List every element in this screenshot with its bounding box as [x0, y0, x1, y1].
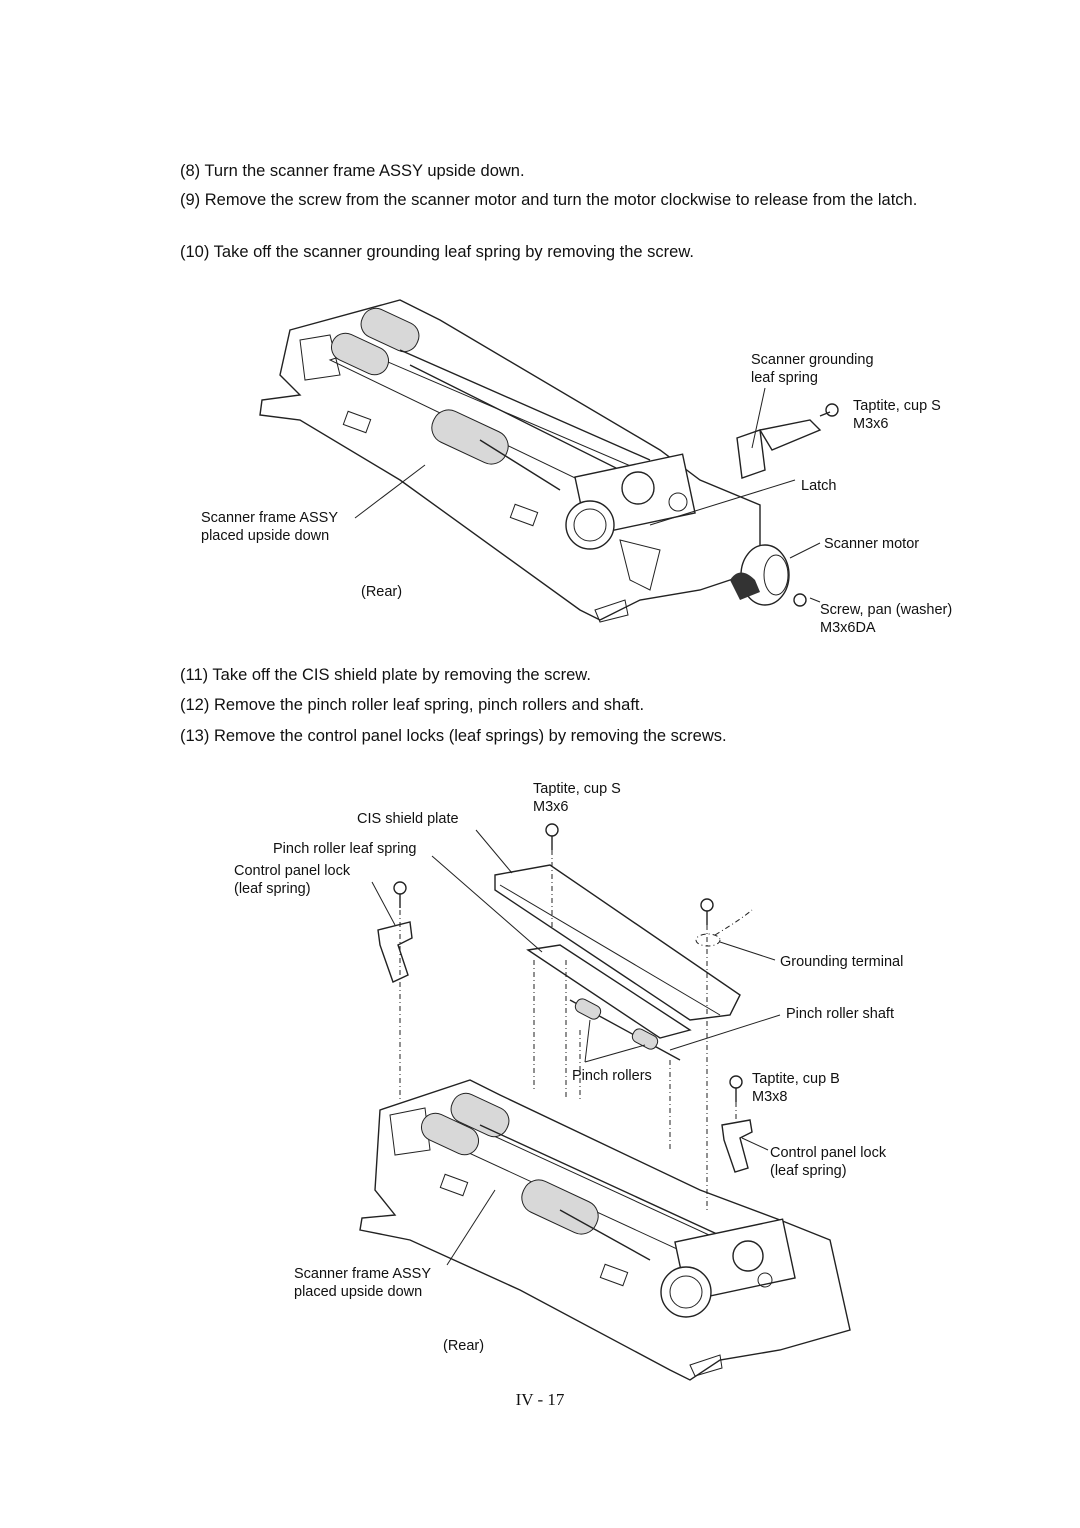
- step-text: Turn the scanner frame ASSY upside down.: [204, 162, 525, 180]
- label-latch: Latch: [801, 478, 837, 494]
- step-text: Remove the control panel locks (leaf spr…: [213, 727, 727, 745]
- step-number: (13): [180, 727, 210, 745]
- label-pinch-roller-shaft: Pinch roller shaft: [786, 1006, 894, 1022]
- step-9: (9) Remove the screw from the scanner mo…: [180, 190, 1004, 210]
- label-line: M3x6DA: [820, 620, 876, 636]
- label-rear: (Rear): [443, 1338, 485, 1354]
- label-line: M3x6: [533, 799, 569, 815]
- label-scanner-frame-assy: Scanner frame ASSY placed upside down: [294, 1265, 431, 1301]
- label-line: (leaf spring): [234, 881, 311, 897]
- step-number: (12): [180, 696, 210, 714]
- label-scanner-grounding-leaf-spring: Scanner grounding leaf spring: [751, 351, 874, 387]
- step-number: (11): [180, 666, 209, 684]
- label-control-panel-lock-left: Control panel lock (leaf spring): [234, 862, 350, 898]
- step-number: (8): [180, 162, 201, 180]
- label-taptite-cup-b: Taptite, cup B M3x8: [752, 1070, 840, 1106]
- figure-cis-shield-removal: [359, 823, 851, 1381]
- label-line: Scanner frame ASSY: [294, 1266, 432, 1282]
- step-text: Remove the pinch roller leaf spring, pin…: [213, 696, 645, 714]
- label-line: leaf spring: [751, 370, 818, 386]
- step-number: (9): [180, 191, 201, 209]
- step-11: (11) Take off the CIS shield plate by re…: [180, 665, 980, 685]
- figure-scanner-motor-removal: [259, 299, 839, 623]
- label-line: Scanner frame ASSY: [201, 510, 339, 526]
- step-12: (12) Remove the pinch roller leaf spring…: [180, 695, 980, 715]
- label-line: Taptite, cup S: [853, 398, 941, 414]
- label-grounding-terminal: Grounding terminal: [780, 954, 904, 970]
- label-pinch-rollers: Pinch rollers: [572, 1068, 652, 1084]
- step-13: (13) Remove the control panel locks (lea…: [180, 726, 980, 746]
- label-pinch-roller-leaf-spring: Pinch roller leaf spring: [273, 841, 417, 857]
- page-number: IV - 17: [515, 1390, 565, 1409]
- label-line: placed upside down: [294, 1284, 423, 1300]
- label-cis-shield-plate: CIS shield plate: [357, 811, 459, 827]
- label-control-panel-lock-right: Control panel lock (leaf spring): [770, 1144, 886, 1180]
- label-rear: (Rear): [361, 584, 403, 600]
- label-line: Screw, pan (washer): [820, 602, 953, 618]
- label-line: Taptite, cup B: [752, 1071, 840, 1087]
- step-8: (8) Turn the scanner frame ASSY upside d…: [180, 161, 980, 181]
- step-text: Take off the CIS shield plate by removin…: [212, 666, 591, 684]
- label-line: Control panel lock: [770, 1145, 887, 1161]
- label-taptite-cup-s: Taptite, cup S M3x6: [853, 397, 941, 433]
- label-taptite-cup-s: Taptite, cup S M3x6: [533, 780, 621, 816]
- step-text: Remove the screw from the scanner motor …: [204, 191, 918, 209]
- label-line: placed upside down: [201, 528, 330, 544]
- label-line: Control panel lock: [234, 863, 351, 879]
- label-scanner-motor: Scanner motor: [824, 536, 920, 552]
- label-line: Taptite, cup S: [533, 781, 621, 797]
- step-number: (10): [180, 243, 210, 261]
- label-line: M3x8: [752, 1089, 788, 1105]
- label-line: (leaf spring): [770, 1163, 847, 1179]
- label-scanner-frame-assy: Scanner frame ASSY placed upside down: [201, 509, 338, 545]
- label-line: Scanner grounding: [751, 352, 874, 368]
- label-line: M3x6: [853, 416, 889, 432]
- step-10: (10) Take off the scanner grounding leaf…: [180, 242, 980, 262]
- step-text: Take off the scanner grounding leaf spri…: [213, 243, 694, 261]
- label-screw-pan-washer: Screw, pan (washer) M3x6DA: [820, 601, 952, 637]
